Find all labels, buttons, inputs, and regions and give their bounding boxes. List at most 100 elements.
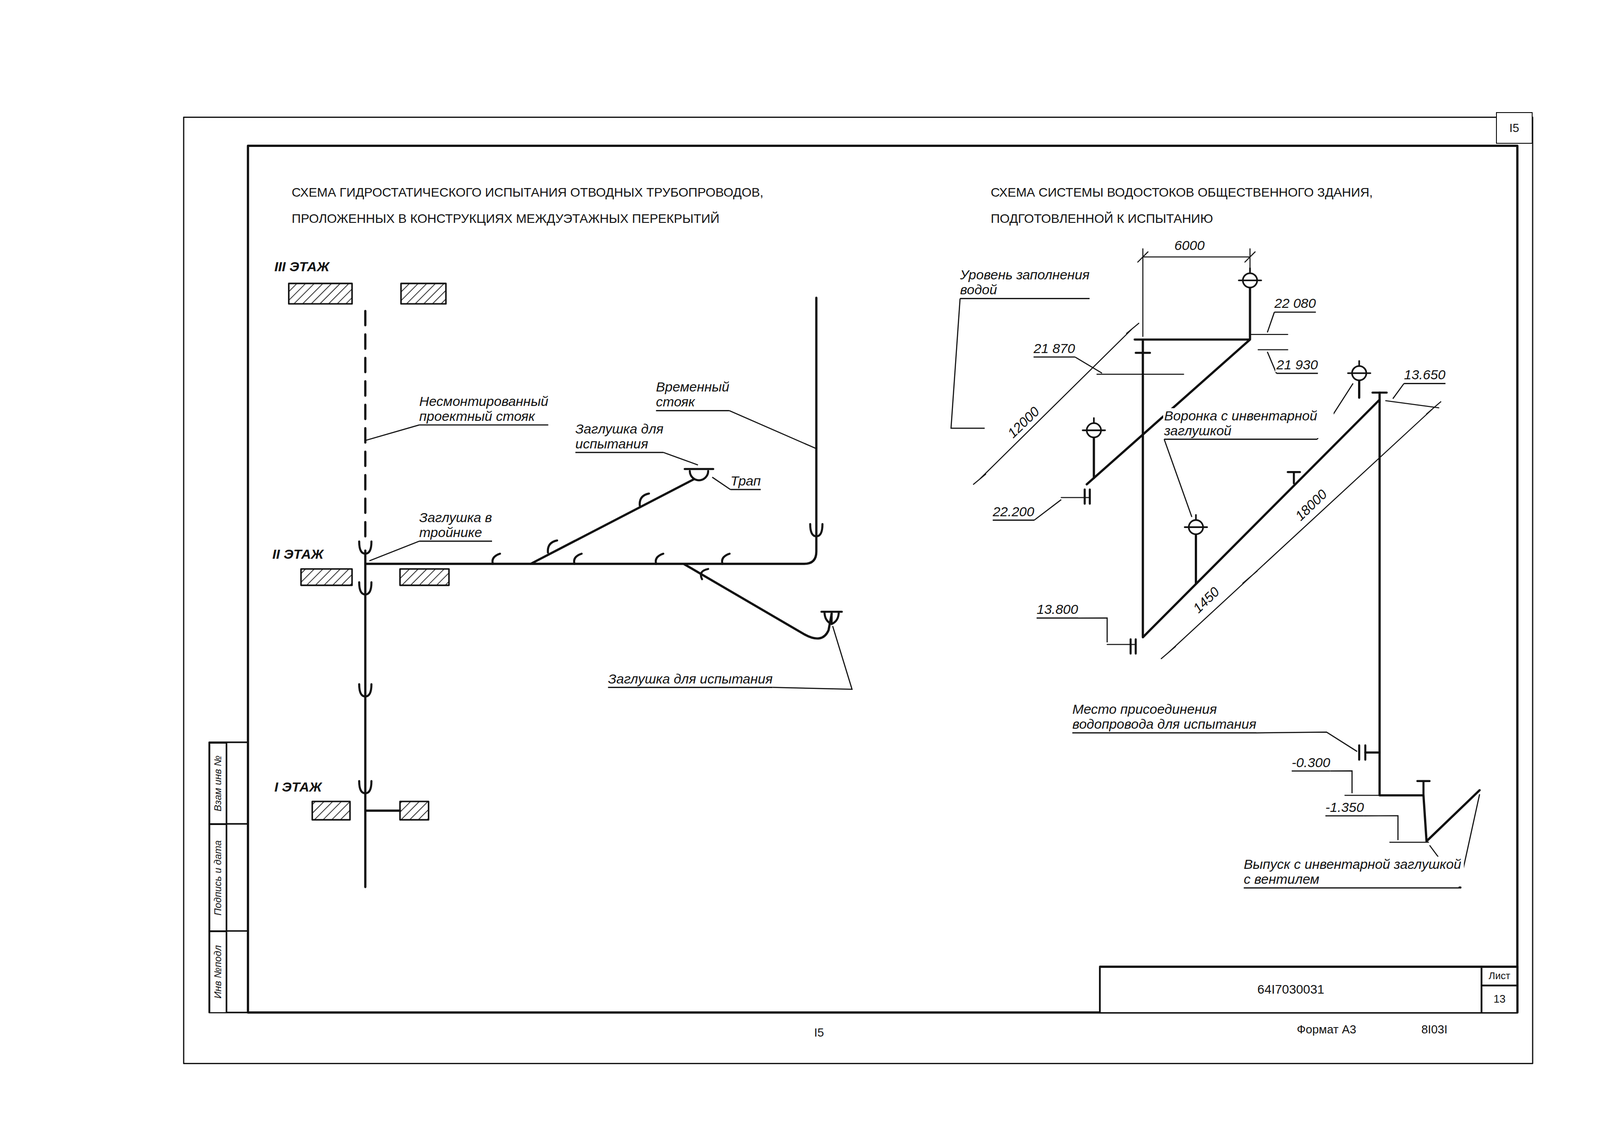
floor-slab xyxy=(301,569,353,586)
callout-label: Заглушка для испытания xyxy=(574,421,689,452)
dimension-label: 1450 xyxy=(1189,583,1223,617)
test-plug-symbol xyxy=(821,611,842,625)
label-underline xyxy=(656,410,730,412)
side-stamp-grid xyxy=(209,742,249,1014)
unmounted-riser xyxy=(364,311,367,543)
floor-slab xyxy=(401,283,446,304)
dimension-line xyxy=(973,323,1441,843)
title-block-cell: 13 xyxy=(1481,985,1518,1014)
leader-line xyxy=(712,477,731,490)
leader-line xyxy=(1392,383,1405,399)
elevation-label: 13.650 xyxy=(1403,367,1447,383)
floor-slab xyxy=(400,569,450,586)
callout-label: Заглушка в тройнике xyxy=(418,510,533,540)
label-underline xyxy=(730,489,761,491)
dimension-label: 6000 xyxy=(1173,237,1206,253)
callout-label: Воронка с инвентарной заглушкой xyxy=(1163,408,1334,439)
leader-line xyxy=(369,541,420,561)
label-underline xyxy=(1274,311,1316,313)
leader-line xyxy=(1164,439,1192,518)
title-block-cell: 64I7030031 xyxy=(1099,967,1482,1014)
leader-line xyxy=(951,298,985,429)
scheme-title: СХЕМА ГИДРОСТАТИЧЕСКОГО ИСПЫТАНИЯ ОТВОДН… xyxy=(290,179,819,232)
cell-text: Лист xyxy=(1488,970,1511,982)
leader-line xyxy=(1267,312,1275,333)
floor-label: II ЭТАЖ xyxy=(271,546,325,562)
floor-slab xyxy=(288,283,353,304)
dimension-label: 12000 xyxy=(1003,403,1043,442)
callout-label: Трап xyxy=(729,473,762,489)
cell-text: Инв №подл xyxy=(212,945,224,999)
leader-line xyxy=(1267,351,1277,374)
label-underline xyxy=(1164,438,1317,441)
leader-line xyxy=(1363,815,1398,841)
title-block-cell: I5 xyxy=(1495,112,1533,144)
title-block-cell: Инв №подл xyxy=(209,931,227,1014)
label-underline xyxy=(419,540,493,543)
label-underline xyxy=(1291,770,1331,772)
callout-label: Место присоединения водопровода для испы… xyxy=(1071,701,1278,732)
label-underline xyxy=(992,519,1035,521)
title-block xyxy=(1099,966,1518,1014)
label-underline xyxy=(1243,887,1462,890)
leader-line xyxy=(1034,499,1062,521)
roof-funnel-symbol xyxy=(1348,360,1371,374)
sheet-border xyxy=(183,117,1533,1064)
pipe-socket xyxy=(359,524,823,794)
callout-label: Выпуск с инвентарной заглушкой с вентиле… xyxy=(1242,856,1464,887)
elevation-label: -1.350 xyxy=(1324,800,1365,815)
format-note: Формат А3 xyxy=(1296,1023,1358,1037)
callout-label: Несмонтированный проектный стояк xyxy=(418,393,579,424)
leader-line xyxy=(365,425,420,441)
elevation-label: 21 870 xyxy=(1032,340,1076,356)
callout-label: Уровень заполнения водой xyxy=(959,267,1114,298)
cell-text: 64I7030031 xyxy=(1257,983,1325,998)
elevation-label: 21 930 xyxy=(1275,357,1319,373)
elevation-label: 22.200 xyxy=(991,504,1036,520)
leader-line xyxy=(663,452,698,466)
drawing-frame xyxy=(247,146,1518,1014)
label-underline xyxy=(608,686,773,689)
label-underline xyxy=(419,424,549,427)
floor-label: III ЭТАЖ xyxy=(273,259,331,275)
drain-pipe xyxy=(365,298,832,888)
title-block-cell: Подпись и дата xyxy=(209,824,227,932)
dimension-line xyxy=(1137,248,1255,337)
label-underline xyxy=(1404,383,1446,385)
order-number: 8I03I xyxy=(1420,1023,1449,1037)
floor-slab xyxy=(312,801,350,821)
leader-line xyxy=(1074,357,1103,374)
leader-line xyxy=(1078,618,1108,643)
elevation-label: 13.800 xyxy=(1035,601,1080,617)
leader-line xyxy=(1330,771,1352,794)
cell-text: Подпись и дата xyxy=(212,840,224,916)
title-block-cell: Взам инв № xyxy=(209,743,227,825)
callout-label: Временный стояк xyxy=(655,379,744,410)
cell-text: Взам инв № xyxy=(212,755,224,812)
floor-slab xyxy=(400,801,429,821)
elevation-label: -0.300 xyxy=(1290,755,1331,771)
label-underline xyxy=(1033,356,1075,358)
floor-label: I ЭТАЖ xyxy=(273,779,323,795)
floor-drain-symbol xyxy=(684,469,714,481)
roof-funnel-symbol xyxy=(1238,268,1262,281)
downpipe xyxy=(1086,288,1480,842)
leader-line xyxy=(772,626,853,690)
label-underline xyxy=(960,298,1090,300)
leader-line xyxy=(729,410,817,449)
roof-funnel-symbol xyxy=(1082,418,1106,431)
roof-funnel-symbol xyxy=(1184,515,1208,528)
scheme-title: СХЕМА СИСТЕМЫ ВОДОСТОКОВ ОБЩЕСТВЕННОГО З… xyxy=(989,179,1421,232)
leader-line xyxy=(1256,732,1358,753)
page-number: I5 xyxy=(813,1026,825,1040)
cell-text: 13 xyxy=(1493,993,1506,1006)
cell-text: I5 xyxy=(1509,121,1520,135)
label-underline xyxy=(1325,815,1364,817)
label-underline xyxy=(1276,372,1318,374)
label-underline xyxy=(1036,617,1079,620)
callout-label: Заглушка для испытания xyxy=(607,671,774,687)
title-block-cell: Лист xyxy=(1481,967,1518,986)
label-underline xyxy=(1072,732,1257,734)
label-underline xyxy=(575,452,664,454)
